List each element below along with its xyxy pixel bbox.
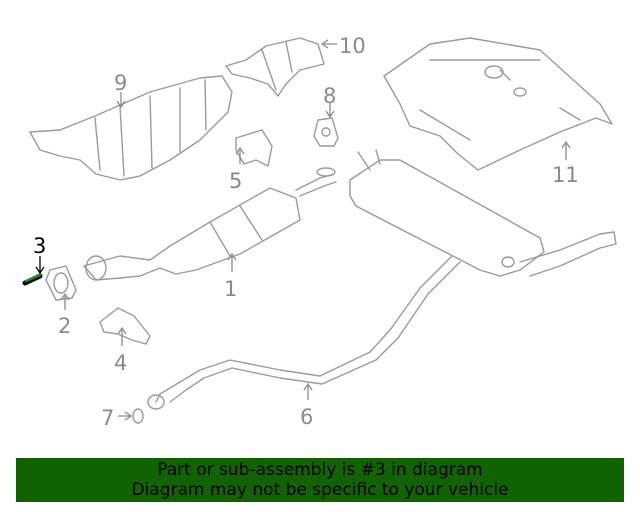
heat-shield-9[interactable] <box>29 75 233 181</box>
callout-10[interactable]: 10 <box>339 34 366 58</box>
gasket-2[interactable] <box>45 265 77 301</box>
callout-2[interactable]: 2 <box>58 314 71 338</box>
callout-7[interactable]: 7 <box>101 406 114 430</box>
gasket-7[interactable] <box>132 408 144 424</box>
hanger-8[interactable] <box>313 117 339 147</box>
banner-line-1: Part or sub-assembly is #3 in diagram <box>157 460 483 480</box>
banner-line-2: Diagram may not be specific to your vehi… <box>131 480 509 500</box>
stud-3[interactable] <box>22 273 43 286</box>
info-banner: Part or sub-assembly is #3 in diagram Di… <box>16 458 624 502</box>
bracket-4[interactable] <box>99 307 151 345</box>
callout-8[interactable]: 8 <box>323 84 336 108</box>
callout-4[interactable]: 4 <box>114 351 127 375</box>
callout-9[interactable]: 9 <box>114 71 127 95</box>
bracket-5[interactable] <box>235 129 273 167</box>
heat-shield-10[interactable] <box>225 37 325 97</box>
callout-11[interactable]: 11 <box>552 163 579 187</box>
catalytic-converter-1[interactable] <box>83 167 337 281</box>
muffler[interactable] <box>349 149 617 277</box>
front-pipe-6[interactable] <box>147 255 461 410</box>
heat-shield-11[interactable] <box>383 37 613 171</box>
callout-1[interactable]: 1 <box>224 277 237 301</box>
callout-3[interactable]: 3 <box>33 234 46 258</box>
callout-arrows <box>35 39 571 421</box>
callout-6[interactable]: 6 <box>300 405 313 429</box>
callout-5[interactable]: 5 <box>229 169 242 193</box>
